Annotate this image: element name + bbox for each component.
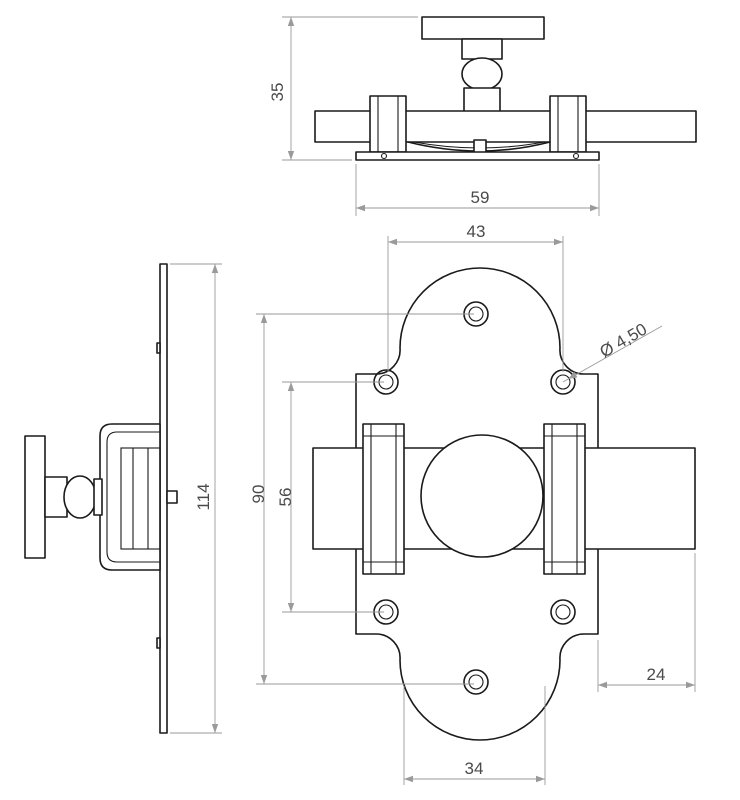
side-plate [159, 263, 168, 734]
screw-hole-lower-right [550, 599, 576, 625]
top-staple-right [549, 95, 587, 153]
dim-top-width: 59 [355, 164, 600, 216]
top-knob-ball [461, 57, 503, 91]
screw-hole-bottom [463, 669, 489, 695]
dim-plate-width: 43 [387, 222, 564, 372]
top-base-plate [355, 151, 600, 161]
label-114: 114 [194, 483, 213, 510]
top-knob-neck [461, 38, 503, 60]
label-24: 24 [647, 665, 666, 684]
side-view [24, 263, 178, 734]
dim-side-height: 114 [170, 263, 222, 734]
top-view [314, 16, 697, 161]
side-knob-ball [63, 475, 97, 519]
side-housing [99, 423, 161, 571]
label-90: 90 [249, 485, 268, 504]
top-knob-stem [463, 87, 501, 113]
label-59: 59 [471, 188, 490, 207]
dim-top-height: 35 [268, 16, 418, 161]
dim-bolt-throw: 24 [597, 553, 696, 692]
top-staple-left [369, 95, 407, 153]
front-staple-right [543, 423, 586, 575]
label-43: 43 [467, 222, 486, 241]
label-56: 56 [276, 488, 295, 507]
dim-bottom-width: 34 [403, 686, 546, 785]
label-hole-diameter: Ø 4,50 [597, 319, 651, 361]
label-34: 34 [465, 759, 484, 778]
front-view [312, 267, 696, 741]
side-pin [166, 490, 178, 504]
dim-inner-spacing: 56 [276, 381, 384, 613]
side-bolt [120, 447, 161, 550]
top-knob-plate [421, 16, 545, 40]
front-knob [420, 434, 544, 558]
side-knob-plate [24, 435, 46, 559]
label-35: 35 [268, 83, 287, 102]
front-staple-left [362, 423, 405, 575]
dim-outer-spacing: 90 [249, 313, 474, 685]
